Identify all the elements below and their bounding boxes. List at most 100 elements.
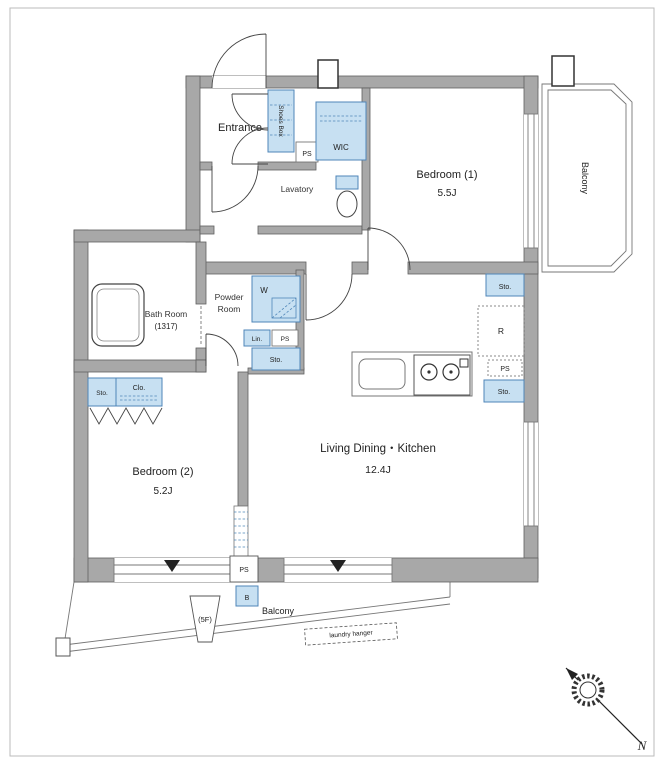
wall-entrance-a — [199, 161, 213, 171]
laundry-hanger: laundry hanger — [304, 622, 398, 646]
laundry-hanger-label: laundry hanger — [329, 629, 374, 639]
wall-lavatory-b — [257, 225, 363, 235]
entrance-block: Shoes Box PS WIC Entrance — [218, 89, 367, 163]
burner-left — [420, 363, 438, 381]
linen-box — [243, 329, 271, 347]
wall-lavatory-a — [199, 225, 215, 235]
wall-left — [73, 229, 89, 583]
wall-entrance-b — [257, 161, 317, 171]
right-fixtures: Sto. R PS Sto. — [477, 273, 525, 403]
wall-bedroom2-ldk — [237, 371, 249, 507]
north-label: N — [637, 738, 648, 753]
balcony-right: Balcony — [541, 83, 633, 273]
storage-powder — [251, 347, 301, 371]
ldk-door-arc — [305, 273, 353, 321]
lavatory-block: Lavatory — [281, 175, 359, 218]
balcony-bottom: (5F) B Balcony laundry hanger — [55, 581, 451, 657]
wall-powder-bottom-a — [195, 359, 207, 373]
lavatory-label: Lavatory — [281, 184, 314, 194]
storage-right-low — [483, 379, 525, 403]
ps-label-mid: PS — [281, 336, 290, 343]
bedroom1-door-arc — [367, 227, 411, 271]
openings — [113, 55, 575, 582]
storage-right-top-label: Sto. — [499, 284, 512, 291]
shoes-box-door-lower — [231, 127, 269, 165]
image-border — [9, 7, 655, 757]
balcony-right-label: Balcony — [580, 162, 590, 195]
balcony-storage-label: B — [245, 595, 250, 602]
floor-marker-shape — [189, 595, 221, 643]
compass-hub — [579, 681, 597, 699]
duct-box-top-right — [551, 55, 575, 87]
wall-upper-left-horizontal — [73, 229, 201, 243]
front-door-opening — [212, 76, 266, 88]
window-marker-bedroom2 — [164, 560, 180, 572]
shoes-box-door-upper — [231, 93, 269, 131]
bedroom2-label: Bedroom (2) — [132, 466, 193, 478]
powder-door-arc — [205, 333, 239, 367]
kitchen — [351, 351, 473, 397]
floor-marker-label: (5F) — [198, 615, 212, 624]
refrigerator-label: R — [498, 326, 504, 336]
ps-box-bottom — [229, 555, 259, 583]
wall-bath-bottom — [73, 359, 207, 373]
toilet-bowl — [336, 190, 358, 218]
front-door-arc — [211, 33, 267, 89]
storage-right-top — [485, 273, 525, 297]
bedroom1-size: 5.5J — [438, 188, 457, 199]
storage-left-label: Sto. — [96, 390, 108, 397]
ps-box-mid — [271, 329, 299, 347]
duct-box-top — [317, 59, 339, 89]
entrance-label: Entrance — [218, 122, 262, 134]
stove — [413, 354, 471, 396]
burner-right-dot — [449, 370, 453, 374]
sliding-door-group: PS — [229, 505, 259, 583]
washer-pan — [271, 297, 297, 319]
ps-label-right: PS — [500, 366, 510, 373]
balcony-corner-box — [55, 637, 71, 657]
wall-bath-powder-a — [195, 241, 207, 305]
storage-powder-label: Sto. — [270, 357, 283, 364]
room-labels: Bedroom (1) 5.5J Bedroom (2) 5.2J Living… — [132, 169, 477, 497]
wall-upper-left-vertical — [185, 75, 201, 243]
powder-block: W Lin. PS Sto. Powder Room — [215, 275, 301, 371]
ps-label-bottom: PS — [239, 567, 249, 574]
bathtub-inner — [96, 288, 140, 342]
lavatory-door-arc — [211, 165, 259, 213]
kitchen-sink — [358, 358, 406, 390]
wall-main-a — [199, 261, 307, 275]
closet-bifold-doors — [89, 407, 163, 425]
bedroom2-size: 5.2J — [154, 486, 173, 497]
closet-label: Clo. — [133, 385, 146, 392]
bedroom1-label: Bedroom (1) — [416, 169, 477, 181]
storage-right-low-label: Sto. — [498, 389, 511, 396]
bedroom1-window-gap — [524, 114, 538, 248]
washer-label: W — [260, 286, 268, 295]
bath-block: Bath Room (1317) — [91, 283, 202, 347]
toilet-tank — [335, 175, 359, 190]
ldk-size: 12.4J — [365, 464, 391, 476]
compass-needle-tip — [566, 668, 578, 680]
ldk-window-gap — [524, 422, 538, 526]
burner-left-dot — [427, 370, 431, 374]
powder-label-2: Room — [218, 304, 241, 314]
compass-needle — [565, 667, 643, 745]
wic-box — [315, 101, 367, 161]
wall-main-b — [351, 261, 369, 275]
bath-label: Bath Room — [145, 309, 188, 319]
closet-box — [115, 377, 163, 407]
wall-main-c — [407, 261, 539, 275]
doors — [205, 33, 411, 367]
ps-box-right — [487, 359, 523, 377]
bath-size: (1317) — [154, 322, 177, 331]
grill-box — [459, 358, 469, 368]
balcony-bottom-label: Balcony — [262, 606, 295, 616]
ldk-label: Living Dining・Kitchen — [320, 443, 436, 455]
window-marker-ldk — [330, 560, 346, 572]
shoes-box — [267, 89, 295, 153]
bathtub — [91, 283, 145, 347]
powder-label-1: Powder — [215, 292, 244, 302]
wic-label: WIC — [333, 143, 349, 152]
burner-right — [442, 363, 460, 381]
